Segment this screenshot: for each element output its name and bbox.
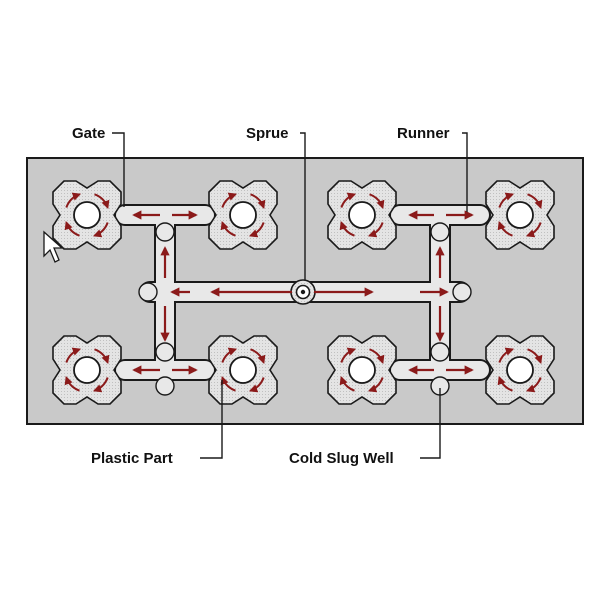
plastic-part-label: Plastic Part [91, 450, 173, 467]
flow-arrow [220, 375, 236, 392]
part-flow [64, 347, 110, 393]
flow-arrow [248, 222, 265, 238]
part-core-hole [506, 201, 534, 229]
flow-arrow [339, 375, 355, 392]
plastic-part [52, 335, 122, 405]
part-flow [220, 192, 266, 238]
flow-arrow [340, 347, 357, 363]
part-flow [339, 192, 385, 238]
flow-arrow [94, 348, 110, 365]
flow-arrow [340, 192, 357, 208]
plastic-part [208, 335, 278, 405]
sprue-label: Sprue [246, 125, 289, 142]
plastic-part [485, 180, 555, 250]
runner-leader [462, 132, 468, 212]
flow-arrow [94, 193, 110, 210]
cold-slug-well [430, 342, 450, 362]
plastic-part [52, 180, 122, 250]
part-flow [220, 347, 266, 393]
plastic-part [327, 180, 397, 250]
part-core-hole [506, 356, 534, 384]
plastic-parts [52, 180, 555, 405]
runner-label: Runner [397, 125, 450, 142]
cold-slug-well [452, 282, 472, 302]
plastic-part [485, 335, 555, 405]
flow-arrow [339, 220, 355, 237]
flow-arrow [250, 193, 266, 210]
flow-arrow [525, 377, 542, 393]
cold-slug-wells [138, 222, 472, 396]
flow-arrow [498, 347, 515, 363]
flow-arrow [221, 347, 238, 363]
flow-arrow [498, 192, 515, 208]
mouse-pointer-icon [43, 230, 64, 263]
cold-slug-well [430, 222, 450, 242]
flow-arrow [92, 222, 109, 238]
part-core-hole [348, 356, 376, 384]
part-core-hole [229, 201, 257, 229]
flow-arrow [367, 222, 384, 238]
sprue-leader [300, 132, 306, 280]
flow-arrow [527, 193, 543, 210]
flow-arrow [65, 192, 82, 208]
cold-slug-well [138, 282, 158, 302]
flow-arrow [64, 375, 80, 392]
flow-arrow [525, 222, 542, 238]
cold-slug-well [155, 342, 175, 362]
flow-arrow [497, 375, 513, 392]
flow-arrow [248, 377, 265, 393]
flow-arrow [250, 348, 266, 365]
flow-arrows [132, 210, 474, 375]
part-flow [64, 192, 110, 238]
part-core-hole [229, 356, 257, 384]
flow-arrow [220, 220, 236, 237]
part-core-hole [73, 356, 101, 384]
flow-arrow [64, 220, 80, 237]
flow-arrow [369, 348, 385, 365]
flow-arrow [92, 377, 109, 393]
cold-slug-well [155, 376, 175, 396]
flow-arrow [497, 220, 513, 237]
gate-label: Gate [72, 125, 105, 142]
flow-arrow [367, 377, 384, 393]
flow-arrow [221, 192, 238, 208]
part-flow [497, 347, 543, 393]
part-core-hole [73, 201, 101, 229]
flow-arrow [369, 193, 385, 210]
plastic-part-leader [200, 380, 223, 459]
cold-slug-well-leader [420, 388, 441, 459]
plastic-part [327, 335, 397, 405]
part-core-hole [348, 201, 376, 229]
flow-arrow [65, 347, 82, 363]
leader-lines [112, 132, 468, 459]
plastic-part [208, 180, 278, 250]
gate-leader [112, 132, 125, 207]
part-flow [497, 192, 543, 238]
cold-slug-well-label: Cold Slug Well [289, 450, 394, 467]
flow-arrow [527, 348, 543, 365]
sprue [290, 279, 316, 305]
cold-slug-well [155, 222, 175, 242]
part-flow [339, 347, 385, 393]
